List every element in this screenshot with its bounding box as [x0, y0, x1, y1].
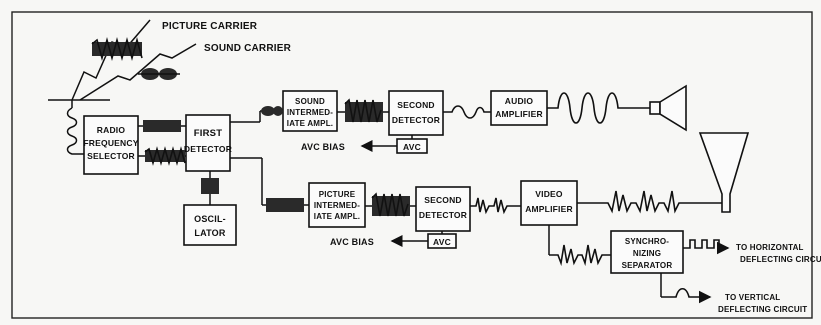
svg-text:INTERMED-: INTERMED-: [287, 108, 333, 117]
svg-text:FIRST: FIRST: [194, 128, 222, 139]
sound-avc-block: AVC: [396, 138, 428, 154]
picture-if-to-detector: [365, 192, 416, 217]
first-detector-to-picture-if: [230, 157, 309, 212]
sound-if-to-detector: [337, 98, 389, 123]
picture-carrier-label: PICTURE CARRIER: [162, 21, 258, 32]
sound-carrier-waveform: [138, 68, 180, 80]
svg-text:SEPARATOR: SEPARATOR: [622, 261, 673, 270]
svg-text:DETECTOR: DETECTOR: [419, 210, 467, 220]
svg-text:SECOND: SECOND: [424, 195, 462, 205]
picture-second-detector-block: SECOND DETECTOR: [415, 186, 471, 232]
horizontal-deflecting-circuit-label: DEFLECTING CIRCUIT: [740, 255, 821, 264]
sound-carrier-label: SOUND CARRIER: [204, 43, 292, 54]
svg-text:SOUND: SOUND: [295, 97, 325, 106]
diagram-frame: [11, 11, 813, 319]
detector-to-video-signal: [470, 197, 521, 215]
svg-text:SECOND: SECOND: [397, 100, 435, 110]
sync-to-horizontal-output: [683, 239, 730, 255]
picture-avc-connection: [390, 231, 443, 247]
svg-text:VIDEO: VIDEO: [535, 189, 563, 199]
svg-text:AUDIO: AUDIO: [505, 96, 534, 106]
svg-text:NIZING: NIZING: [633, 249, 661, 258]
svg-text:AMPLIFIER: AMPLIFIER: [495, 109, 543, 119]
svg-text:IATE AMPL.: IATE AMPL.: [287, 119, 333, 128]
svg-text:SYNCHRO-: SYNCHRO-: [625, 237, 669, 246]
svg-text:SELECTOR: SELECTOR: [87, 151, 135, 161]
sound-second-detector-block: SECOND DETECTOR: [388, 90, 444, 136]
audio-amplifier-block: AUDIO AMPLIFIER: [490, 90, 548, 126]
sound-avc-bias-label: AVC BIAS: [301, 142, 345, 152]
detector-to-audio-signal: [443, 105, 491, 119]
sound-avc-connection: [360, 135, 413, 152]
svg-text:AVC: AVC: [403, 142, 421, 152]
vertical-deflecting-circuit-label: DEFLECTING CIRCUIT: [718, 305, 807, 314]
sound-intermediate-amplifier-block: SOUND INTERMED- IATE AMPL.: [282, 90, 338, 132]
picture-carrier-waveform: [91, 37, 143, 61]
oscillator-connection: [201, 171, 219, 205]
sync-to-vertical-output: [660, 273, 712, 304]
video-to-picture-tube-signal: [577, 190, 722, 214]
video-to-sync-separator: [548, 225, 611, 267]
synchronizing-separator-block: SYNCHRO- NIZING SEPARATOR: [610, 230, 684, 274]
svg-text:AMPLIFIER: AMPLIFIER: [525, 204, 573, 214]
svg-text:DETECTOR: DETECTOR: [184, 144, 232, 154]
radio-frequency-selector-block: RADIO FREQUENCY SELECTOR: [83, 115, 139, 175]
svg-text:PICTURE: PICTURE: [319, 190, 356, 199]
svg-text:DETECTOR: DETECTOR: [392, 115, 440, 125]
video-amplifier-block: VIDEO AMPLIFIER: [520, 180, 578, 226]
first-detector-to-sound-if: [230, 106, 283, 123]
svg-text:AVC: AVC: [433, 237, 451, 247]
svg-text:LATOR: LATOR: [194, 228, 225, 238]
svg-text:OSCIL-: OSCIL-: [194, 214, 226, 224]
svg-text:RADIO: RADIO: [97, 125, 126, 135]
to-vertical-label: TO VERTICAL: [725, 293, 780, 302]
svg-text:IATE AMPL.: IATE AMPL.: [314, 212, 360, 221]
oscillator-block: OSCIL- LATOR: [183, 204, 237, 246]
picture-intermediate-amplifier-block: PICTURE INTERMED- IATE AMPL.: [308, 182, 366, 228]
to-horizontal-label: TO HORIZONTAL: [736, 243, 804, 252]
loudspeaker-icon: [649, 84, 687, 132]
svg-text:INTERMED-: INTERMED-: [314, 201, 360, 210]
picture-avc-bias-label: AVC BIAS: [330, 237, 374, 247]
picture-tube-icon: [698, 132, 750, 213]
picture-avc-block: AVC: [427, 233, 457, 249]
audio-to-speaker-signal: [547, 92, 650, 124]
rf-to-first-detector-signals: [138, 120, 186, 166]
first-detector-block: FIRST DETECTOR: [184, 114, 232, 172]
svg-text:FREQUENCY: FREQUENCY: [83, 138, 138, 148]
